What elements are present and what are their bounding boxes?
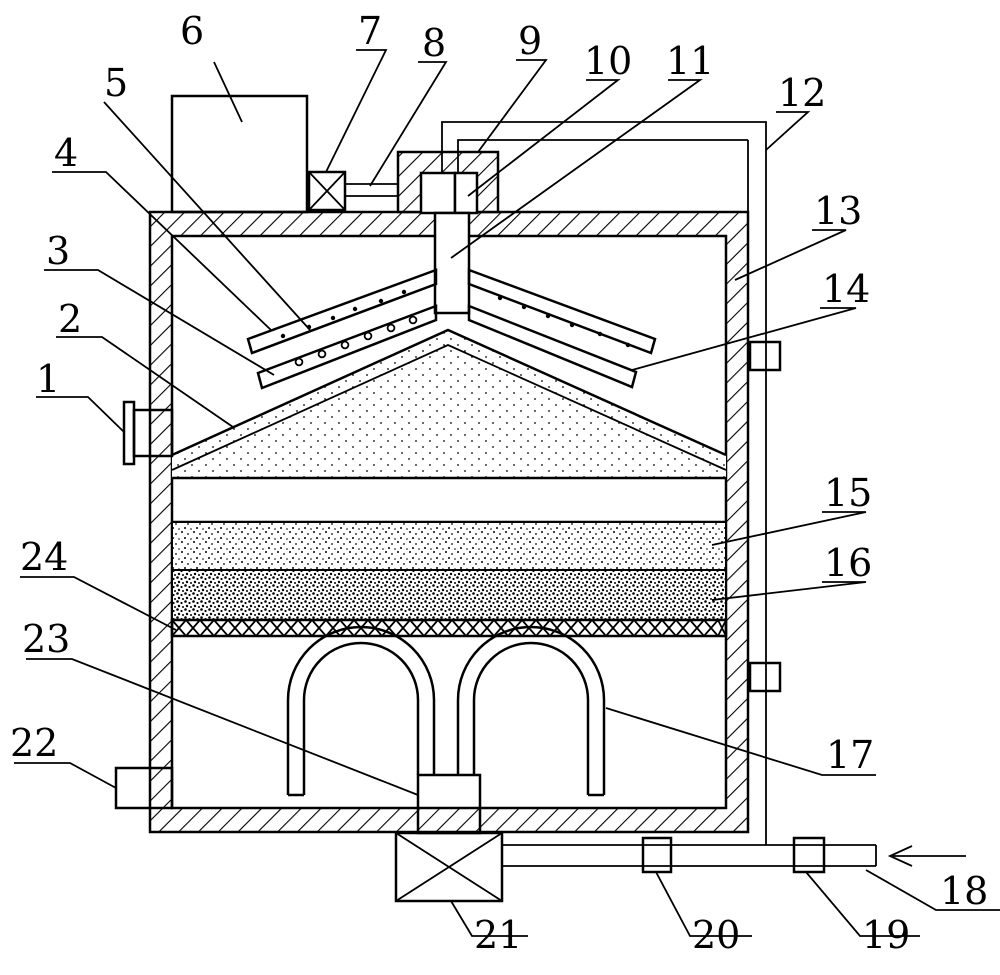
label-10: 10 bbox=[584, 39, 632, 83]
label-11: 11 bbox=[666, 39, 714, 83]
label-1: 1 bbox=[36, 357, 60, 401]
label-9: 9 bbox=[518, 19, 542, 63]
label-20: 20 bbox=[692, 913, 740, 957]
label-15: 15 bbox=[824, 471, 872, 515]
label-4: 4 bbox=[54, 131, 78, 175]
label-13: 13 bbox=[814, 189, 862, 233]
connector-box-left bbox=[419, 171, 457, 215]
bottom-pipe bbox=[502, 844, 877, 867]
leader-lines bbox=[14, 49, 1000, 937]
side-port-upper bbox=[122, 400, 174, 466]
spray-arm-left bbox=[246, 268, 438, 390]
return-pipe bbox=[441, 121, 767, 845]
label-21: 21 bbox=[474, 913, 522, 957]
label-18: 18 bbox=[940, 869, 988, 913]
top-tank-box bbox=[170, 94, 309, 214]
label-12: 12 bbox=[778, 71, 826, 115]
bottom-valve-20 bbox=[641, 836, 673, 874]
bottom-valve-19 bbox=[792, 836, 826, 874]
central-distributor bbox=[433, 211, 471, 315]
gravel-filter-layer bbox=[171, 569, 727, 621]
label-22: 22 bbox=[10, 721, 58, 765]
label-7: 7 bbox=[358, 9, 382, 53]
pipe-fitting-lower bbox=[748, 661, 782, 693]
label-23: 23 bbox=[22, 617, 70, 661]
label-14: 14 bbox=[822, 267, 870, 311]
support-mesh bbox=[170, 618, 728, 638]
pipe-fitting-upper bbox=[748, 340, 782, 372]
label-5: 5 bbox=[104, 61, 128, 105]
label-24: 24 bbox=[20, 535, 68, 579]
label-6: 6 bbox=[180, 9, 204, 53]
label-2: 2 bbox=[58, 297, 82, 341]
sand-filter-layer bbox=[171, 521, 727, 571]
label-17: 17 bbox=[826, 733, 874, 777]
label-16: 16 bbox=[824, 541, 872, 585]
cone-packing-layer bbox=[172, 330, 726, 478]
heating-tube-left bbox=[286, 625, 436, 797]
inlet-arrow bbox=[887, 845, 966, 867]
connector-box-right bbox=[453, 171, 479, 215]
heating-tube-right bbox=[456, 625, 606, 797]
label-19: 19 bbox=[862, 913, 910, 957]
spray-arm-right bbox=[467, 268, 657, 389]
label-3: 3 bbox=[46, 229, 70, 273]
label-8: 8 bbox=[422, 21, 446, 65]
top-valve bbox=[307, 170, 347, 212]
bottom-pump bbox=[394, 831, 504, 903]
spray-nozzles bbox=[280, 289, 631, 367]
